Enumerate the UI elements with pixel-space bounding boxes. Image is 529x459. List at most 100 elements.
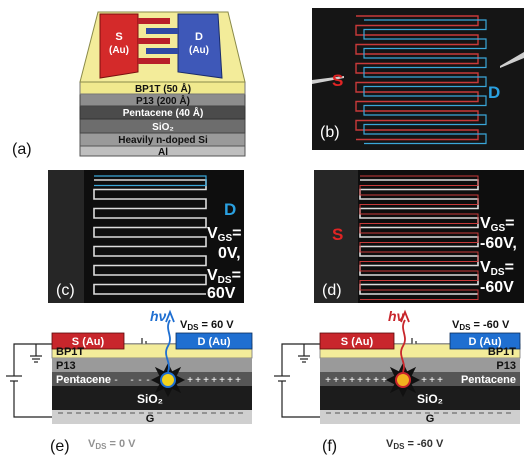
panel-b-d-label: D	[488, 83, 500, 102]
f-source-electrode	[319, 332, 395, 350]
e-drain-electrode	[175, 332, 253, 350]
charge-symbol: +	[325, 375, 331, 386]
f-label-p13: P13	[496, 360, 516, 372]
panel-c-d-label: D	[224, 200, 236, 219]
f-label-gate: G	[426, 413, 435, 425]
charge-symbol: +	[195, 375, 201, 386]
probe-right	[500, 52, 524, 68]
e-photon-arrow	[165, 309, 175, 323]
panel-c-vgs: VGS=	[207, 225, 241, 244]
dLines-trace	[359, 175, 479, 300]
e-layer-pentacene	[52, 372, 252, 386]
electrode-pattern-b	[355, 15, 487, 145]
charge-symbol: +	[333, 375, 339, 386]
charge-symbol: -	[58, 375, 61, 386]
charge-symbol: -	[138, 375, 141, 386]
charge-symbol: -	[146, 375, 149, 386]
source-electrode	[99, 13, 139, 79]
cLines-trace	[94, 175, 207, 187]
source-label: S	[115, 31, 122, 43]
e-drain-label: D (Au)	[198, 336, 231, 348]
e-charge-row: -----------+++++++	[58, 375, 241, 386]
panel-b-label: (b)	[320, 124, 340, 141]
e-source-label: S (Au)	[72, 336, 105, 348]
panel-b-s-label: S	[332, 71, 343, 90]
e-label-pentacene: Pentacene	[56, 374, 111, 386]
charge-symbol: +	[227, 375, 233, 386]
source-sub: (Au)	[109, 45, 129, 56]
panel-b: S D (b)	[312, 8, 524, 150]
layer-label-si: Heavily n-doped Si	[118, 135, 208, 146]
e-wire-left	[13, 343, 52, 376]
panel-c-vds: VDS=	[207, 267, 241, 286]
probe-left	[312, 76, 344, 84]
f-photon-wave	[400, 319, 406, 373]
charge-symbol: +	[235, 375, 241, 386]
charge-symbol: -	[82, 375, 85, 386]
charge-symbol: +	[349, 375, 355, 386]
charge-symbol: +	[381, 375, 387, 386]
charge-symbol: -	[106, 375, 109, 386]
panel-d-noise-band	[314, 170, 358, 303]
charge-symbol: +	[429, 375, 435, 386]
f-label-sio2: SiO₂	[417, 392, 443, 406]
layer-label-bp1t: BP1T (50 Å)	[135, 82, 191, 95]
interdigitated-fingers	[138, 18, 178, 64]
layer-label-al: Al	[158, 147, 168, 158]
panel-d-vds-value: -60V	[480, 279, 514, 296]
f-vds-bottom: VDS = -60 V	[386, 438, 444, 451]
charge-symbol: +	[421, 375, 427, 386]
panel-c-label: (c)	[56, 282, 75, 299]
layer-label-p13: P13 (200 Å)	[136, 94, 190, 107]
f-photon-arrow	[400, 309, 410, 323]
f-wire-left	[281, 343, 320, 376]
panel-a: S (Au) D (Au) BP1T (50 Å) P13 (200 Å) Pe…	[12, 11, 246, 158]
f-layer-sio2	[320, 386, 520, 410]
electrode-pattern-d	[359, 175, 479, 300]
drain-label: D	[195, 31, 203, 43]
panel-d-vgs: VGS=	[480, 215, 514, 234]
charge-symbol: -	[130, 375, 133, 386]
bLines-trace	[355, 15, 479, 141]
charge-symbol: +	[219, 375, 225, 386]
drain-sub: (Au)	[189, 45, 209, 56]
charge-symbol: +	[203, 375, 209, 386]
e-photon-wave	[165, 319, 171, 373]
layer-label-sio2: SiO₂	[152, 122, 174, 133]
charge-symbol: +	[187, 375, 193, 386]
cLines-trace	[93, 179, 207, 295]
panel-e: S (Au) D (Au) BP1T P13 Pentacene SiO₂ G …	[6, 308, 253, 455]
e-exciton	[160, 372, 176, 388]
panel-d: S VGS= -60V, VDS= -60V (d)	[314, 170, 524, 303]
e-vds-top: VDS = 60 V	[180, 319, 234, 332]
f-label-pentacene: Pentacene	[461, 374, 516, 386]
e-label-p13: P13	[56, 360, 76, 372]
f-charge-row: +++++++++++	[325, 375, 443, 386]
panel-c-vgs-value: 0V,	[218, 245, 241, 262]
panel-d-vds: VDS=	[480, 259, 514, 278]
panel-e-label: (e)	[50, 438, 70, 455]
f-layer-p13	[320, 358, 520, 372]
e-vds-bottom: VDS = 0 V	[88, 438, 136, 451]
e-label-sio2: SiO₂	[137, 392, 163, 406]
e-label-gate: G	[146, 413, 155, 425]
panel-c-vds-value: 60V	[207, 285, 236, 302]
charge-symbol: -	[66, 375, 69, 386]
panel-b-image	[312, 8, 524, 150]
dLines-trace	[359, 179, 479, 295]
panel-c: D VGS= 0V, VDS= 60V (c)	[48, 170, 244, 303]
panel-f-label: (f)	[322, 438, 337, 455]
charge-symbol: +	[341, 375, 347, 386]
panel-d-s-label: S	[332, 225, 343, 244]
e-label-bp1t: BP1T	[56, 346, 84, 358]
charge-symbol: -	[74, 375, 77, 386]
electrode-pattern-c	[93, 175, 207, 295]
e-layer-sio2	[52, 386, 252, 410]
panel-f: S (Au) D (Au) BP1T P13 Pentacene SiO₂ G …	[274, 308, 521, 455]
panel-d-vgs-value: -60V,	[480, 235, 517, 252]
charge-symbol: -	[98, 375, 101, 386]
charge-symbol: -	[90, 375, 93, 386]
f-exciton	[395, 372, 411, 388]
panel-a-label: (a)	[12, 141, 32, 158]
